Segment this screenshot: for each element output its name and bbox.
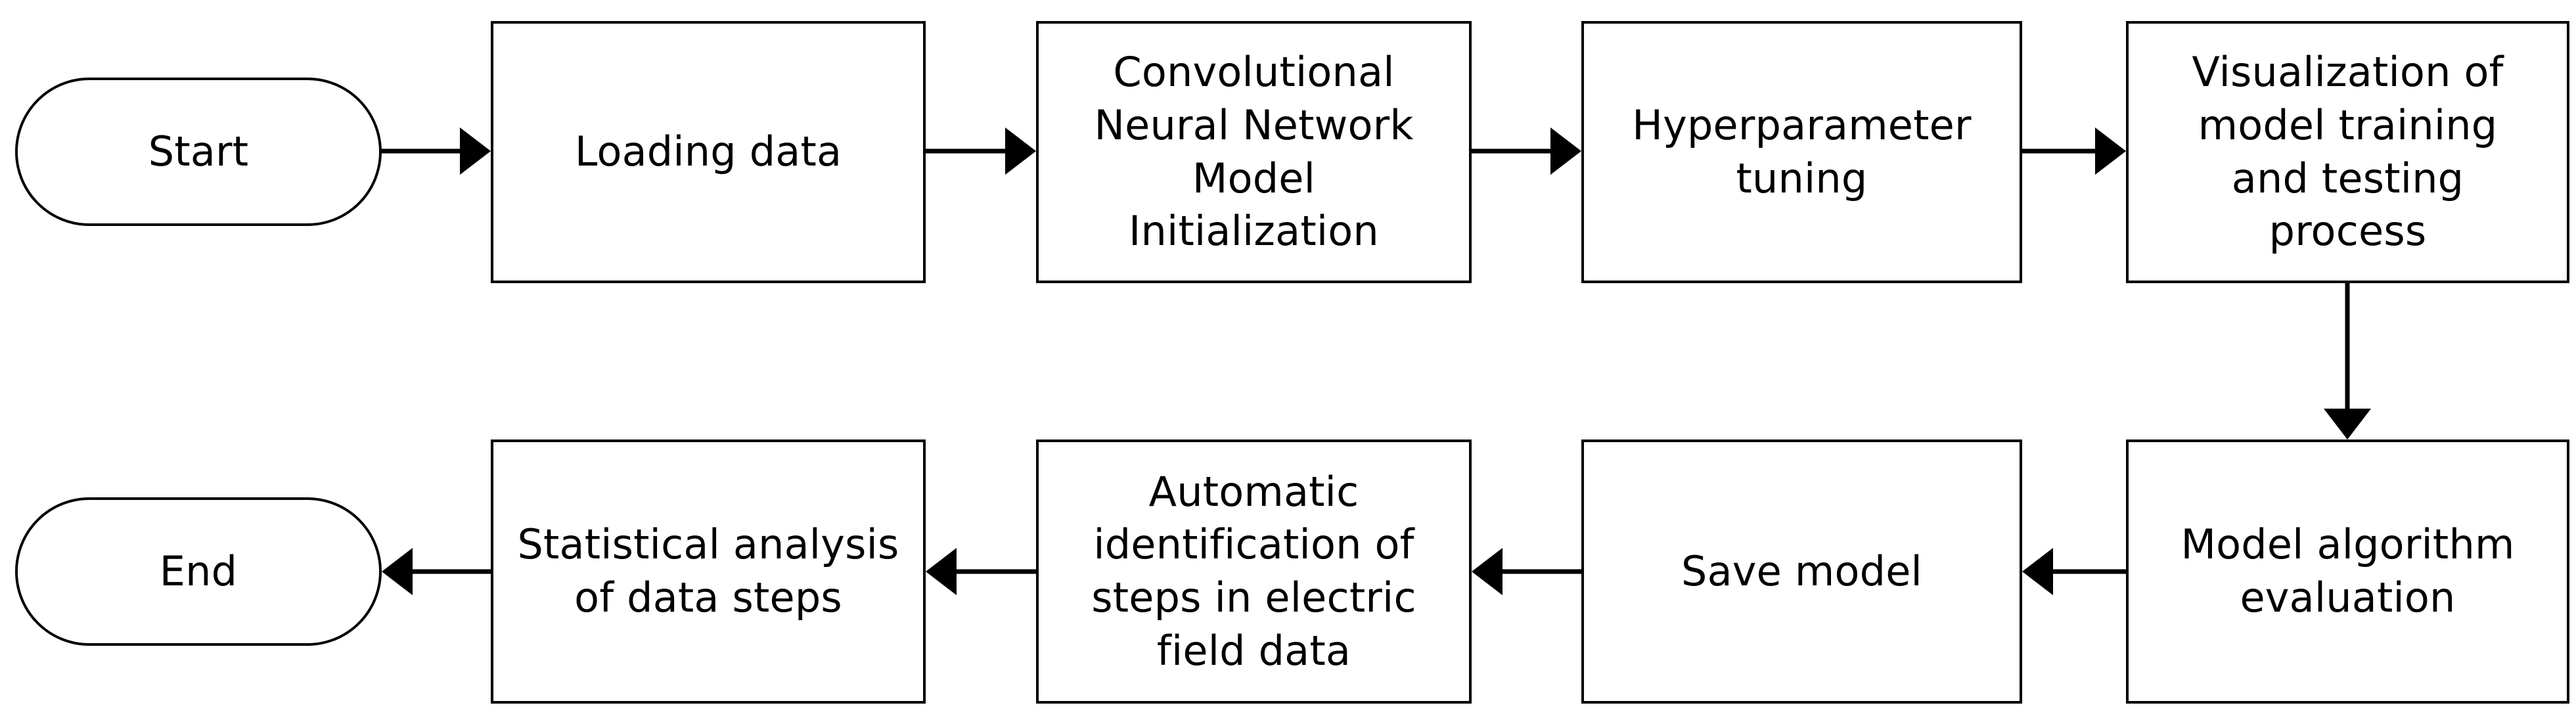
node-hyperparameter-tuning[interactable]: Hyperparameter tuning bbox=[1581, 21, 2022, 283]
edge-visualization-to-model-evaluation bbox=[2324, 283, 2371, 440]
edge-cnn-to-hyperparameter bbox=[1472, 127, 1581, 175]
node-statistical-analysis-label: Statistical analysis of data steps bbox=[517, 520, 899, 621]
node-cnn-model-initialization[interactable]: Convolutional Neural Network Model Initi… bbox=[1036, 21, 1472, 283]
edge-statistical-analysis-to-end bbox=[382, 548, 491, 595]
node-end[interactable]: End bbox=[15, 497, 382, 646]
node-start[interactable]: Start bbox=[15, 78, 382, 226]
edge-loading-to-cnn bbox=[926, 127, 1036, 175]
edge-hyperparameter-to-visualization bbox=[2022, 127, 2126, 175]
node-loading-data-label: Loading data bbox=[574, 127, 842, 176]
node-visualization-of-training[interactable]: Visualization of model training and test… bbox=[2126, 21, 2569, 283]
edge-model-evaluation-to-save-model bbox=[2022, 548, 2126, 595]
node-visualization-of-training-label: Visualization of model training and test… bbox=[2192, 48, 2504, 256]
node-statistical-analysis[interactable]: Statistical analysis of data steps bbox=[491, 440, 926, 704]
node-save-model-label: Save model bbox=[1681, 547, 1922, 595]
node-end-label: End bbox=[159, 547, 238, 595]
node-start-label: Start bbox=[148, 127, 249, 175]
node-cnn-model-initialization-label: Convolutional Neural Network Model Initi… bbox=[1094, 48, 1414, 256]
node-loading-data[interactable]: Loading data bbox=[491, 21, 926, 283]
node-automatic-identification-label: Automatic identification of steps in ele… bbox=[1091, 467, 1416, 675]
edge-start-to-loading bbox=[382, 127, 491, 175]
node-model-algorithm-evaluation-label: Model algorithm evaluation bbox=[2181, 520, 2515, 621]
node-model-algorithm-evaluation[interactable]: Model algorithm evaluation bbox=[2126, 440, 2569, 704]
edge-auto-identification-to-statistical-analysis bbox=[926, 548, 1036, 595]
edge-save-model-to-auto-identification bbox=[1472, 548, 1581, 595]
node-automatic-identification[interactable]: Automatic identification of steps in ele… bbox=[1036, 440, 1472, 704]
node-hyperparameter-tuning-label: Hyperparameter tuning bbox=[1632, 101, 1972, 202]
node-save-model[interactable]: Save model bbox=[1581, 440, 2022, 704]
